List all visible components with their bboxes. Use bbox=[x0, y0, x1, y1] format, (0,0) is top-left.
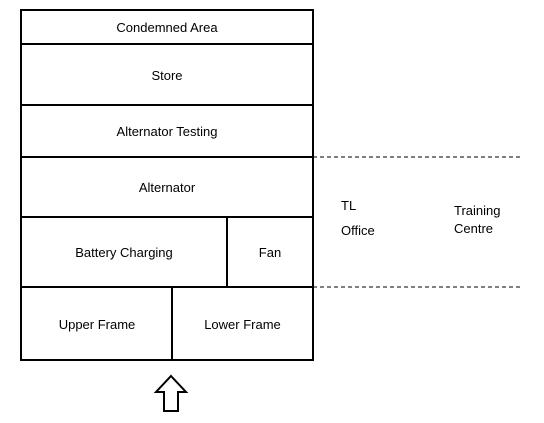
tl-office-label-line2: Office bbox=[341, 223, 375, 238]
room-fan: Fan bbox=[258, 245, 282, 260]
building-outline bbox=[20, 9, 314, 361]
room-condemned-area: Condemned Area bbox=[116, 20, 218, 35]
room-store: Store bbox=[151, 67, 183, 83]
room-battery-charging: Battery Charging bbox=[75, 245, 173, 260]
training-centre-label-line1: Training bbox=[454, 203, 501, 218]
room-alternator-testing: Alternator Testing bbox=[116, 124, 218, 139]
room-upper-frame: Upper Frame bbox=[58, 316, 136, 332]
room-lower-frame: Lower Frame bbox=[204, 316, 281, 332]
up-arrow-outline-icon bbox=[153, 374, 189, 412]
training-centre-label-line2: Centre bbox=[454, 221, 494, 236]
room-alternator: Alternator bbox=[138, 180, 196, 195]
tl-office-label-line1: TL bbox=[341, 198, 357, 213]
